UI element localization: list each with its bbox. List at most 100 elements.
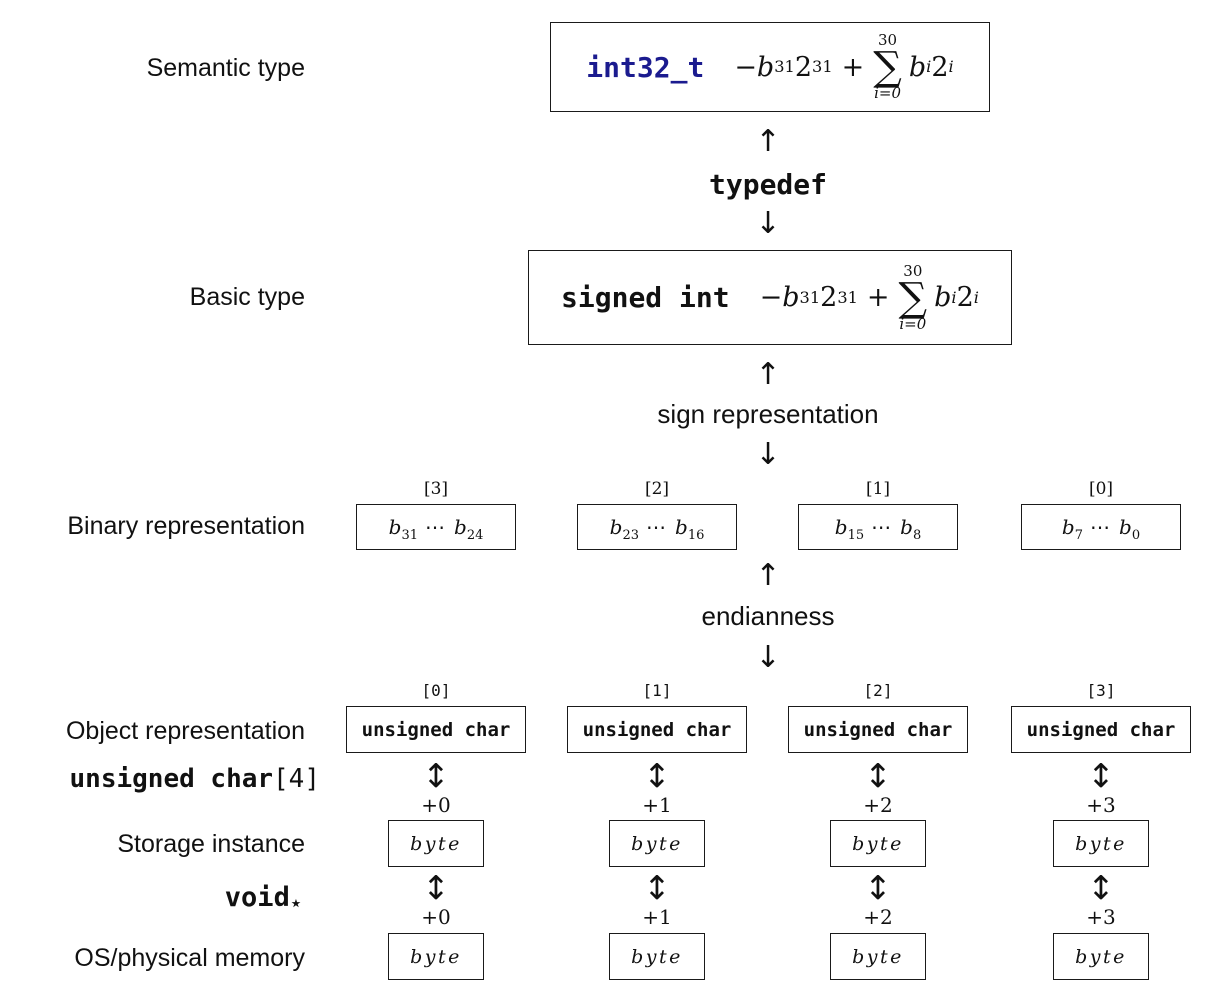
sum-upper-limit: 30	[878, 31, 898, 49]
sigma-icon: ∑	[898, 274, 928, 321]
label-void-pointer: void⋆	[225, 882, 302, 914]
updown-arrow-icon: ↕	[864, 756, 892, 795]
memory-offset: +2	[863, 905, 893, 929]
up-arrow-icon: ↑	[755, 124, 781, 159]
byte-label: byte	[410, 945, 462, 968]
up-arrow-icon: ↑	[755, 357, 781, 392]
storage-byte-cell: byte	[609, 820, 705, 867]
binary-cell-bits: b7⋯b0	[1061, 515, 1140, 542]
byte-label: byte	[852, 945, 904, 968]
storage-offset: +2	[863, 793, 893, 817]
object-cell-index: [1]	[642, 681, 672, 700]
sum-upper-limit: 30	[903, 261, 923, 280]
typedef-label: typedef	[708, 168, 828, 201]
memory-offset: +0	[421, 905, 451, 929]
label-binary-representation: Binary representation	[67, 512, 305, 540]
formula-term-base: 2	[956, 282, 974, 313]
binary-cell-bits: b15⋯b8	[834, 515, 921, 542]
sum-operator: 30∑i=0	[898, 261, 928, 333]
object-cell-index: [3]	[1086, 681, 1116, 700]
bit-lo-sub: 0	[1131, 528, 1141, 543]
down-arrow-icon: ↓	[755, 437, 781, 472]
storage-byte-cell: byte	[388, 820, 484, 867]
bit-hi: b	[1061, 515, 1075, 539]
formula-term-b: b	[934, 282, 952, 313]
binary-cell: b23⋯b16	[577, 504, 737, 550]
byte-label: byte	[1075, 832, 1127, 855]
bit-hi-sub: 23	[622, 528, 639, 543]
up-arrow-icon: ↑	[755, 558, 781, 593]
bit-hi-sub: 7	[1074, 528, 1083, 543]
memory-byte-cell: byte	[830, 933, 926, 980]
label-semantic-type: Semantic type	[146, 54, 305, 82]
bit-lo: b	[1119, 515, 1132, 539]
object-cell-index: [2]	[863, 681, 893, 700]
cdots-icon: ⋯	[425, 515, 447, 539]
bit-lo: b	[900, 515, 913, 539]
basic-type-name: signed int	[561, 281, 730, 314]
storage-offset: +1	[642, 793, 672, 817]
memory-offset: +1	[642, 905, 672, 929]
object-cell-type: unsigned char	[582, 718, 732, 741]
bit-lo-sub: 24	[466, 528, 484, 543]
binary-cell-index: [3]	[423, 479, 449, 499]
sign-representation-label: sign representation	[657, 399, 879, 429]
object-cell-index: [0]	[421, 681, 451, 700]
object-cell: unsigned char	[788, 706, 968, 753]
endianness-label: endianness	[701, 601, 835, 631]
void-pointer-star: ⋆	[289, 891, 302, 915]
label-storage-instance: Storage instance	[117, 830, 305, 858]
label-unsigned-char-array: unsigned char[4]	[70, 764, 320, 794]
byte-label: byte	[631, 945, 683, 968]
formula-plus: +	[841, 51, 865, 83]
semantic-type-name: int32_t	[586, 50, 705, 84]
unsigned-char-array-type: unsigned char	[69, 764, 274, 794]
bit-lo: b	[675, 515, 688, 539]
object-cell-type: unsigned char	[803, 718, 953, 741]
memory-byte-cell: byte	[388, 933, 484, 980]
formula-lead: −b	[734, 51, 775, 83]
formula-lead-base: 2	[794, 51, 813, 83]
storage-offset: +0	[421, 793, 451, 817]
cdots-icon: ⋯	[871, 515, 894, 539]
updown-arrow-icon: ↕	[643, 756, 671, 795]
object-cell-type: unsigned char	[1026, 718, 1176, 741]
label-basic-type: Basic type	[189, 283, 305, 311]
byte-label: byte	[1075, 945, 1127, 968]
object-cell: unsigned char	[1011, 706, 1191, 753]
storage-byte-cell: byte	[1053, 820, 1149, 867]
bit-hi-sub: 15	[847, 528, 865, 543]
binary-cell-bits: b23⋯b16	[609, 515, 705, 542]
updown-arrow-icon: ↕	[422, 868, 450, 907]
object-cell: unsigned char	[567, 706, 747, 753]
bit-lo: b	[454, 515, 467, 539]
bit-hi-sub: 31	[401, 528, 418, 543]
formula-term-b: b	[908, 51, 927, 83]
bit-hi: b	[388, 515, 402, 539]
bit-hi: b	[834, 515, 848, 539]
bit-hi: b	[609, 515, 623, 539]
binary-cell-index: [1]	[865, 479, 891, 499]
binary-cell: b15⋯b8	[798, 504, 958, 550]
formula-lead: −b	[759, 282, 800, 313]
binary-cell: b7⋯b0	[1021, 504, 1181, 550]
sum-lower-limit: i=0	[899, 314, 927, 333]
cdots-icon: ⋯	[646, 515, 668, 539]
bit-lo-sub: 8	[912, 528, 922, 543]
formula-lead-base: 2	[820, 282, 838, 313]
formula-term-base: 2	[931, 51, 949, 83]
memory-offset: +3	[1086, 905, 1116, 929]
updown-arrow-icon: ↕	[422, 756, 450, 795]
binary-cell-index: [2]	[644, 479, 670, 499]
cdots-icon: ⋯	[1090, 515, 1112, 539]
byte-label: byte	[410, 832, 462, 855]
memory-byte-cell: byte	[609, 933, 705, 980]
byte-label: byte	[852, 832, 904, 855]
label-os-physical-memory: OS/physical memory	[74, 944, 305, 972]
binary-cell-index: [0]	[1088, 479, 1114, 499]
byte-label: byte	[631, 832, 683, 855]
void-pointer-type: void	[224, 882, 290, 913]
